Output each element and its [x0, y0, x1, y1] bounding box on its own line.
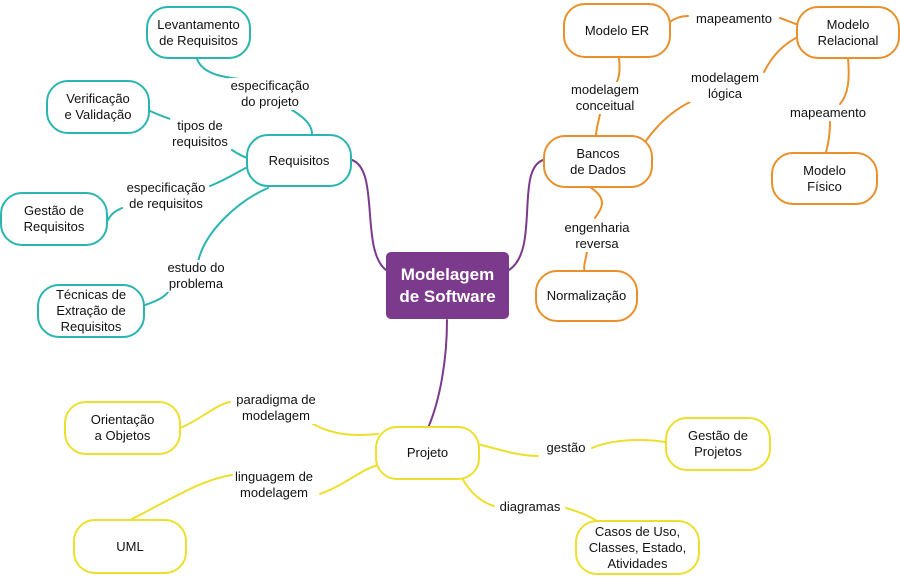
link-central-bancos	[508, 159, 544, 271]
link-conceitual-bancos	[595, 113, 601, 136]
label-engenharia-reversa: engenharia reversa	[562, 220, 632, 252]
label-tipos-requisitos: tipos de requisitos	[170, 118, 230, 150]
label-estudo-problema: estudo do problema	[165, 260, 227, 292]
link-relacional-mapeamento	[825, 57, 850, 153]
link-logica-bancos	[644, 101, 691, 143]
node-tecnicas-extracao[interactable]: Técnicas de Extração de Requisitos	[37, 284, 145, 338]
node-gestao-projetos[interactable]: Gestão de Projetos	[665, 417, 771, 471]
link-central-requisitos	[351, 159, 387, 271]
link-gestao-proj	[477, 439, 666, 457]
node-gestao-requisitos[interactable]: Gestão de Requisitos	[0, 192, 108, 246]
node-modelo-fisico[interactable]: Modelo Físico	[771, 152, 878, 205]
node-projeto[interactable]: Projeto	[375, 426, 480, 480]
label-gestao: gestão	[544, 440, 588, 456]
label-paradigma-modelagem: paradigma de modelagem	[234, 392, 318, 424]
node-uml[interactable]: UML	[73, 519, 187, 574]
link-tecnicas	[144, 187, 269, 306]
label-mapeamento-fisico: mapeamento	[788, 105, 868, 121]
link-engenharia-normalizacao	[583, 251, 588, 273]
link-modelo-er-label	[615, 57, 621, 85]
link-uml	[129, 464, 379, 521]
node-bancos-dados[interactable]: Bancos de Dados	[543, 135, 653, 188]
label-mapeamento-er: mapeamento	[694, 11, 774, 27]
link-orientacao	[179, 401, 379, 436]
label-modelagem-logica: modelagem lógica	[689, 70, 761, 102]
label-especificacao-projeto: especificação do projeto	[228, 78, 312, 110]
label-modelagem-conceitual: modelagem conceitual	[569, 82, 641, 114]
label-especificacao-requisitos: especificação de requisitos	[124, 180, 208, 212]
link-relacional-logica	[763, 35, 801, 73]
central-node[interactable]: Modelagem de Software	[386, 252, 509, 319]
node-normalizacao[interactable]: Normalização	[535, 270, 638, 322]
link-er-mapeamento	[669, 15, 797, 25]
node-levantamento-requisitos[interactable]: Levantamento de Requisitos	[146, 6, 251, 59]
link-bancos-engenharia	[589, 186, 603, 219]
label-diagramas: diagramas	[497, 499, 563, 515]
node-modelo-relacional[interactable]: Modelo Relacional	[796, 6, 900, 59]
node-verificacao-validacao[interactable]: Verificação e Validação	[46, 80, 150, 134]
node-casos-uso[interactable]: Casos de Uso, Classes, Estado, Atividade…	[575, 520, 700, 575]
node-orientacao-objetos[interactable]: Orientação a Objetos	[64, 401, 181, 455]
label-linguagem-modelagem: linguagem de modelagem	[232, 469, 316, 501]
node-modelo-er[interactable]: Modelo ER	[563, 3, 671, 58]
link-central-projeto	[427, 319, 448, 429]
node-requisitos[interactable]: Requisitos	[246, 134, 352, 187]
